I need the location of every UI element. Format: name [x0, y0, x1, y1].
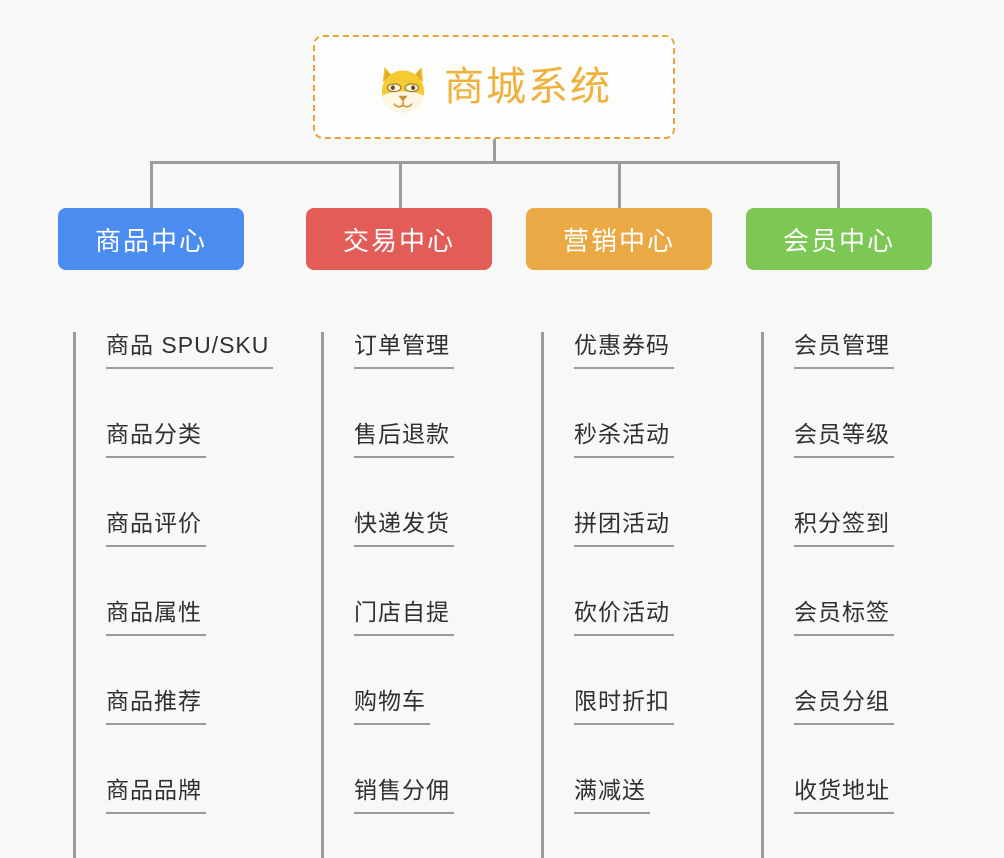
leaf-item[interactable]: 商品 SPU/SKU	[58, 280, 274, 369]
leaf-item-label: 商品品牌	[106, 779, 206, 814]
leaf-item-label: 商品评价	[106, 512, 206, 547]
leaf-item[interactable]: 砍价活动	[526, 547, 712, 636]
shiba-dog-face-icon	[376, 62, 430, 116]
leaf-item[interactable]: 会员管理	[746, 280, 932, 369]
leaf-spine	[73, 332, 76, 858]
leaf-item[interactable]: 门店自提	[306, 547, 492, 636]
leaf-item-label: 门店自提	[354, 601, 454, 636]
leaf-item-label: 会员等级	[794, 423, 894, 458]
leaf-item-label: 销售分佣	[354, 779, 454, 814]
leaf-item-label: 会员管理	[794, 334, 894, 369]
connector-drop-2	[399, 161, 402, 209]
leaf-item[interactable]: 优惠券码	[526, 280, 712, 369]
leaf-item[interactable]: 秒杀活动	[526, 369, 712, 458]
leaf-list-marketing-center: 优惠券码秒杀活动拼团活动砍价活动限时折扣满减送	[526, 270, 712, 858]
leaf-item[interactable]: 销售分佣	[306, 725, 492, 814]
leaf-item[interactable]: 限时折扣	[526, 636, 712, 725]
branch-marketing-center: 营销中心优惠券码秒杀活动拼团活动砍价活动限时折扣满减送	[526, 208, 712, 858]
branch-header-label: 营销中心	[562, 225, 675, 256]
connector-drop-4	[837, 161, 840, 209]
leaf-item[interactable]: 购物车	[306, 636, 492, 725]
leaf-item-label: 会员标签	[794, 601, 894, 636]
leaf-item-label: 商品 SPU/SKU	[106, 334, 274, 369]
leaf-list-trade-center: 订单管理售后退款快递发货门店自提购物车销售分佣	[306, 270, 492, 858]
leaf-item-label: 会员分组	[794, 690, 894, 725]
mindmap-canvas: 商城系统 商品中心商品 SPU/SKU 商品分类商品评价商品属性商品推荐商品品牌 交…	[58, 35, 932, 858]
leaf-list-product-center: 商品 SPU/SKU 商品分类商品评价商品属性商品推荐商品品牌	[58, 270, 274, 858]
branch-header-marketing-center[interactable]: 营销中心	[526, 208, 712, 270]
leaf-item-label: 购物车	[354, 690, 430, 725]
leaf-item[interactable]: 商品评价	[58, 458, 244, 547]
leaf-item[interactable]: 满减送	[526, 725, 712, 814]
root-node[interactable]: 商城系统	[313, 35, 675, 139]
leaf-item-label: 满减送	[574, 779, 650, 814]
branch-header-label: 会员中心	[782, 225, 895, 256]
branch-header-member-center[interactable]: 会员中心	[746, 208, 932, 270]
branch-trade-center: 交易中心订单管理售后退款快递发货门店自提购物车销售分佣	[306, 208, 492, 858]
leaf-item[interactable]: 会员标签	[746, 547, 932, 636]
branch-header-trade-center[interactable]: 交易中心	[306, 208, 492, 270]
leaf-item[interactable]: 积分签到	[746, 458, 932, 547]
branch-header-product-center[interactable]: 商品中心	[58, 208, 244, 270]
branch-product-center: 商品中心商品 SPU/SKU 商品分类商品评价商品属性商品推荐商品品牌	[58, 208, 274, 858]
leaf-item[interactable]: 商品属性	[58, 547, 244, 636]
leaf-item-label: 订单管理	[354, 334, 454, 369]
leaf-item-label: 售后退款	[354, 423, 454, 458]
leaf-list-member-center: 会员管理会员等级积分签到会员标签会员分组收货地址	[746, 270, 932, 858]
leaf-item-label: 限时折扣	[574, 690, 674, 725]
leaf-spine	[321, 332, 324, 858]
branch-header-label: 商品中心	[94, 225, 207, 256]
leaf-item[interactable]: 会员等级	[746, 369, 932, 458]
leaf-item-label: 积分签到	[794, 512, 894, 547]
root-title: 商城系统	[444, 65, 612, 109]
leaf-spine	[541, 332, 544, 858]
leaf-item-label: 快递发货	[354, 512, 454, 547]
connector-trunk	[493, 139, 496, 163]
leaf-item-label: 优惠券码	[574, 334, 674, 369]
leaf-item[interactable]: 快递发货	[306, 458, 492, 547]
leaf-item[interactable]: 商品推荐	[58, 636, 244, 725]
leaf-item[interactable]: 拼团活动	[526, 458, 712, 547]
leaf-item-label: 商品属性	[106, 601, 206, 636]
connector-drop-3	[618, 161, 621, 209]
branch-header-label: 交易中心	[342, 225, 455, 256]
leaf-item-label: 秒杀活动	[574, 423, 674, 458]
leaf-item-label: 收货地址	[794, 779, 894, 814]
leaf-item-label: 商品推荐	[106, 690, 206, 725]
leaf-item[interactable]: 售后退款	[306, 369, 492, 458]
leaf-item[interactable]: 收货地址	[746, 725, 932, 814]
branch-member-center: 会员中心会员管理会员等级积分签到会员标签会员分组收货地址	[746, 208, 932, 858]
connector-drop-1	[150, 161, 153, 209]
leaf-item[interactable]: 订单管理	[306, 280, 492, 369]
leaf-spine	[761, 332, 764, 858]
leaf-item-label: 拼团活动	[574, 512, 674, 547]
leaf-item[interactable]: 商品品牌	[58, 725, 244, 814]
leaf-item[interactable]: 商品分类	[58, 369, 244, 458]
leaf-item[interactable]: 会员分组	[746, 636, 932, 725]
leaf-item-label: 砍价活动	[574, 601, 674, 636]
connector-bus	[150, 161, 840, 164]
leaf-item-label: 商品分类	[106, 423, 206, 458]
